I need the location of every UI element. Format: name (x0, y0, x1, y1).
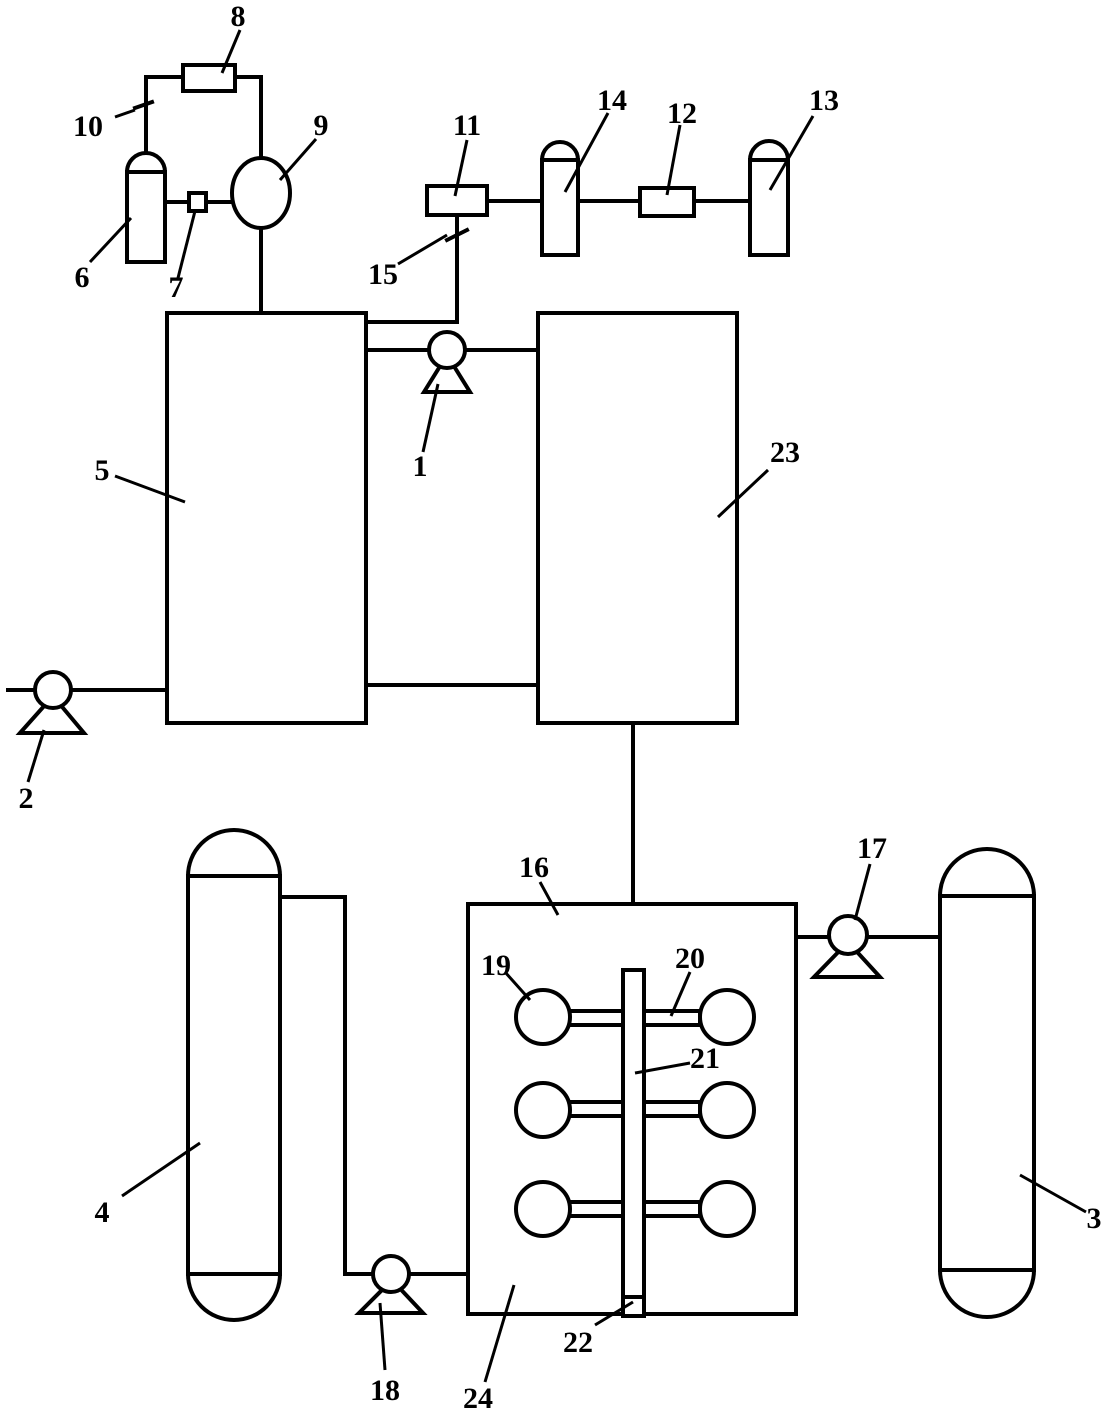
label-8: 8 (231, 0, 246, 33)
label-22: 22 (563, 1326, 593, 1359)
pump-17 (809, 914, 885, 979)
spheres-19 (514, 988, 756, 1238)
vessel-3 (938, 847, 1036, 1319)
label-14: 14 (597, 84, 627, 117)
label-13: 13 (809, 84, 839, 117)
label-16: 16 (519, 851, 549, 884)
number-labels: 8 9 10 6 7 11 14 12 13 15 5 1 23 2 16 17… (19, 0, 1102, 1415)
cylinder-14 (540, 140, 580, 257)
label-7: 7 (169, 271, 184, 304)
label-23: 23 (770, 436, 800, 469)
pipe-8-loop (144, 75, 263, 316)
pump-18 (354, 1254, 428, 1315)
label-10: 10 (73, 110, 103, 143)
piping (6, 75, 942, 1276)
vessel-4 (186, 828, 282, 1322)
valve-15 (444, 227, 470, 243)
pump-2 (15, 670, 89, 735)
manifold-21 (621, 968, 646, 1318)
label-6: 6 (75, 261, 90, 294)
leader-lines (26, 29, 1087, 1383)
cylinder-13 (748, 139, 790, 257)
pipe-5-to-11 (364, 213, 459, 324)
tank-5 (165, 311, 368, 725)
label-12: 12 (667, 97, 697, 130)
valve-10 (132, 99, 155, 111)
label-18: 18 (370, 1374, 400, 1407)
tank-23 (536, 311, 739, 725)
label-2: 2 (19, 782, 34, 815)
label-19: 19 (481, 949, 511, 982)
pump-1 (420, 330, 474, 394)
cylinder-6 (125, 151, 167, 264)
label-20: 20 (675, 942, 705, 975)
label-1: 1 (413, 450, 428, 483)
label-9: 9 (314, 109, 329, 142)
component-8 (181, 63, 237, 93)
label-4: 4 (95, 1196, 110, 1229)
label-21: 21 (690, 1042, 720, 1075)
label-5: 5 (95, 454, 110, 487)
label-3: 3 (1087, 1202, 1102, 1235)
label-11: 11 (453, 109, 481, 142)
label-17: 17 (857, 832, 887, 865)
label-15: 15 (368, 258, 398, 291)
label-24: 24 (463, 1382, 493, 1415)
component-9 (230, 156, 292, 230)
component-7 (187, 191, 208, 213)
